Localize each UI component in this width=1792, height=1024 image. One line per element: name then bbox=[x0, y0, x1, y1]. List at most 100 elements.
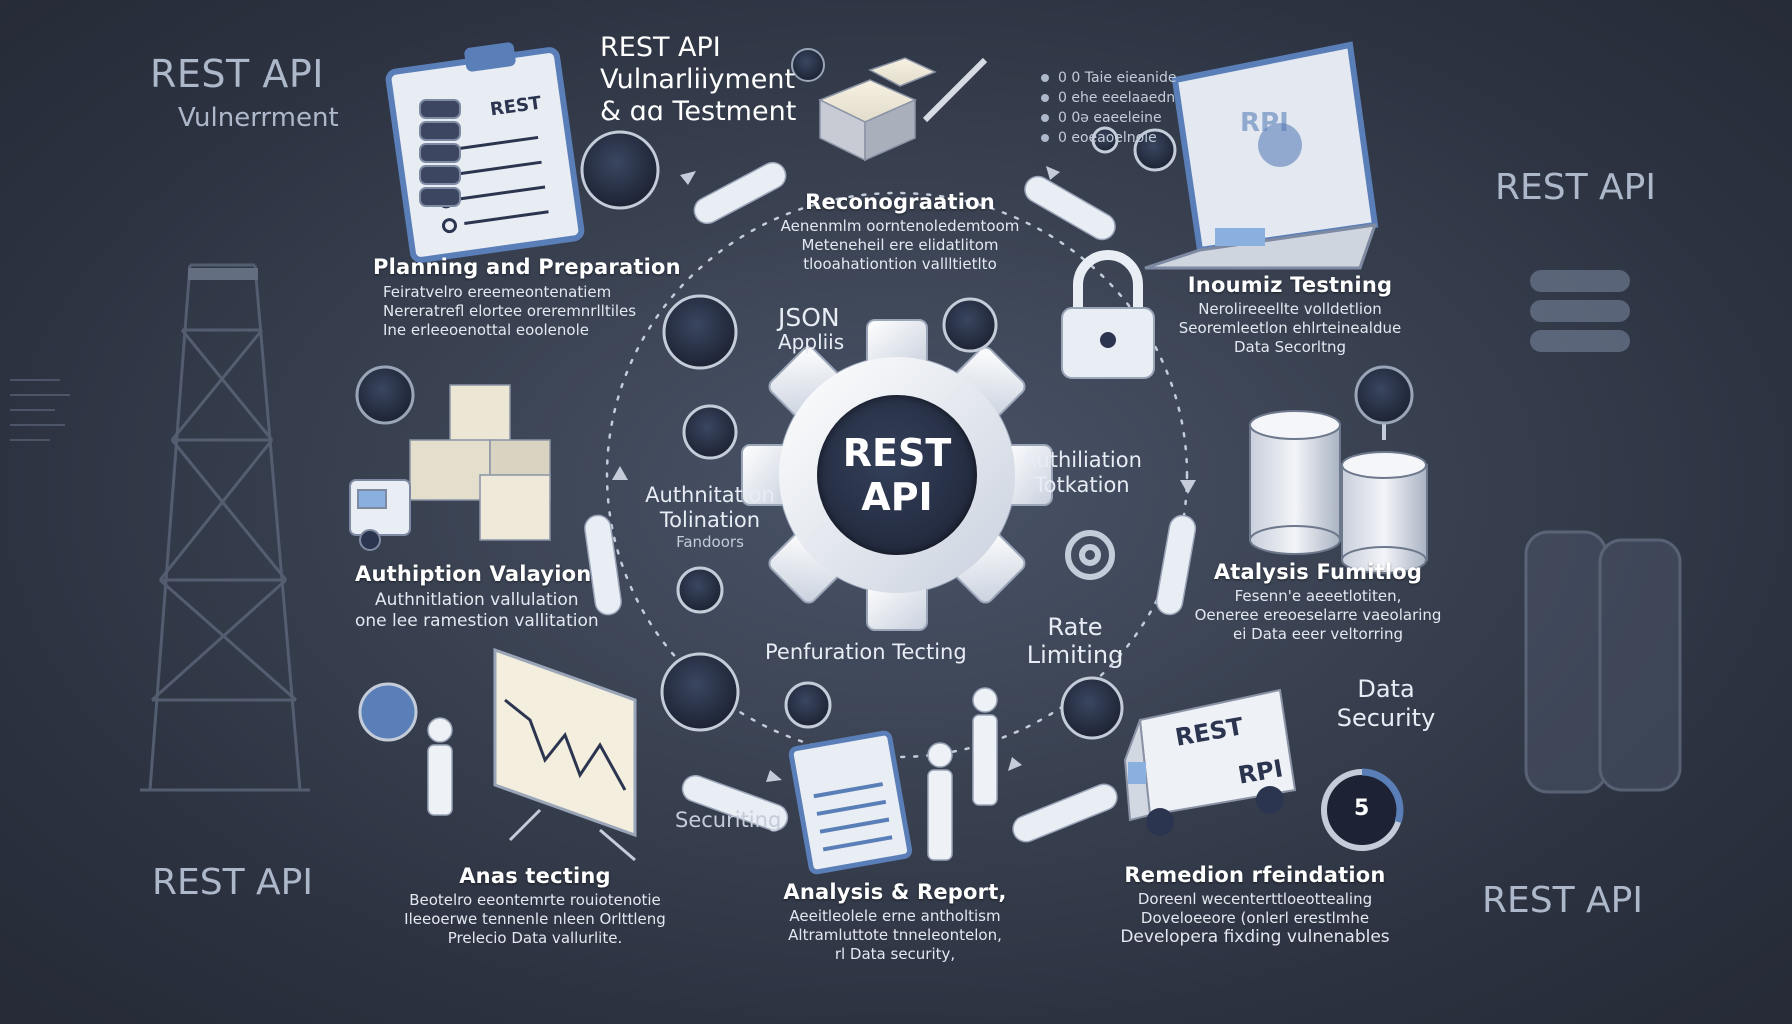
tower-side-text-lines bbox=[10, 379, 70, 441]
stage-details: Fesenn'e aeeetlotiten, Oeneree ereoesela… bbox=[1195, 587, 1442, 644]
padlock-icon bbox=[1061, 250, 1155, 379]
stage-detail-line: one lee ramestion vallitation bbox=[355, 611, 599, 631]
tower-icon bbox=[140, 263, 310, 792]
stage-detail-line: Prelecio Data vallurlite. bbox=[447, 929, 623, 947]
eye-icon bbox=[1091, 126, 1119, 154]
note-dots bbox=[1041, 74, 1049, 142]
stage-detail-line: Data Secorltng bbox=[1233, 338, 1346, 356]
server-stack-icon bbox=[1524, 270, 1682, 794]
stage-detail-line: Oeneree ereoeselarre vaeolaring bbox=[1194, 606, 1442, 624]
auth-left-label: Authnitation Tolination Fandoors bbox=[645, 483, 775, 552]
label-line: Security bbox=[1336, 704, 1436, 732]
api-plug-icon bbox=[662, 294, 738, 370]
stage-title: Analysis & Report, bbox=[783, 880, 1007, 904]
report-window-icon bbox=[788, 730, 913, 875]
stage-details: Beotelro eeontemrte rouiotenotie Ileeoer… bbox=[404, 891, 666, 948]
stage-detail-line: Nerolireeellte volldetlion bbox=[1198, 300, 1382, 318]
note-line: 0 0ə eaeeleine bbox=[1058, 110, 1162, 126]
label-line: Fandoors bbox=[676, 533, 744, 551]
label-line: Data bbox=[1357, 675, 1415, 703]
gear-small-icon bbox=[791, 48, 825, 82]
boxes-icon bbox=[409, 384, 551, 541]
data-security-label: Data Security bbox=[1337, 675, 1436, 733]
stage-title: Authiption Valayion bbox=[355, 562, 592, 586]
delivery-van-icon bbox=[1123, 688, 1297, 836]
stage-detail-line: rl Data security, bbox=[834, 945, 956, 963]
stage-detail-line: Ine erleeoenottal eoolenole bbox=[383, 321, 589, 339]
progress-ring-icon bbox=[1321, 768, 1404, 851]
truck-icon bbox=[349, 479, 411, 551]
tools-icon bbox=[660, 652, 740, 732]
penetration-testing-label: Penfuration Tecting bbox=[765, 640, 967, 664]
cycle-arrowheads bbox=[612, 166, 1196, 782]
laptop-icon bbox=[1144, 41, 1379, 270]
circle-icons bbox=[580, 126, 1177, 740]
clipboard-icon bbox=[385, 42, 585, 263]
stage-analysis-func: Atalysis Fumitlog Fesenn'e aeeetlotiten,… bbox=[1195, 560, 1442, 644]
connector-capsules bbox=[584, 161, 1197, 843]
title-line-2: Vulnarliiyment bbox=[600, 64, 796, 95]
stage-title: Atalysis Fumitlog bbox=[1213, 560, 1423, 584]
label-line: Totkation bbox=[1034, 473, 1130, 497]
fingerprint-icon bbox=[1133, 128, 1177, 172]
notes-block: 0 0 Taie eieanide 0 ehe eeelaaedn 0 0ə e… bbox=[1058, 68, 1176, 148]
stage-detail-line: Beotelro eeontemrte rouiotenotie bbox=[409, 891, 661, 909]
page-title: REST API Vulnarliiyment & ɑɑ Testment bbox=[600, 32, 796, 128]
bg-label-bottom-right: REST API bbox=[1482, 880, 1643, 921]
stage-details: Nerolireeellte volldetlion Seoremleetlon… bbox=[1179, 300, 1401, 357]
stage-detail-line: Altramluttote tnneleontelon, bbox=[788, 926, 1002, 944]
stage-detail-line: Authnitlation vallulation bbox=[375, 590, 579, 610]
stage-title: Planning and Preparation bbox=[373, 255, 681, 279]
badge-number: 5 bbox=[1354, 796, 1370, 821]
bg-label-top-right: REST API bbox=[1495, 167, 1656, 208]
hub-label: REST API bbox=[817, 395, 977, 555]
rate-limiting-label: Rate Limiting bbox=[1027, 613, 1124, 669]
spiral-icon bbox=[1060, 676, 1124, 740]
bg-title: REST API bbox=[150, 52, 324, 96]
label-line: Limiting bbox=[1026, 641, 1124, 669]
stage-planning: Planning and Preparation Feiratvelro ere… bbox=[373, 255, 681, 340]
stage-detail-line: ei Data eeer veltorring bbox=[1233, 625, 1403, 643]
process-cycle-ring bbox=[605, 191, 1189, 759]
stage-remediation: Remedion rfeindation Doreenl wecenterttl… bbox=[1120, 863, 1389, 947]
server-rack-icon bbox=[419, 99, 461, 207]
stage-detail-line: Aeeitleolele erne antholtism bbox=[789, 907, 1001, 925]
label-line: Appliis bbox=[778, 330, 845, 354]
bg-subtitle: Vulnerrment bbox=[178, 103, 339, 133]
stage-title: Anas tecting bbox=[459, 864, 611, 888]
stage-detail-line: Doveloeeore (onlerl erestlmhe bbox=[1140, 909, 1370, 927]
fingerprint-icon bbox=[942, 297, 998, 353]
stage-detail-line: Aenenmlm oorntenoledemtoom bbox=[780, 217, 1020, 235]
stage-details: Feiratvelro ereemeontenatiem Nereratrefl… bbox=[383, 283, 681, 340]
cube-tools-icon bbox=[818, 57, 988, 162]
stage-title: Remedion rfeindation bbox=[1124, 863, 1386, 887]
gear-outline-icon bbox=[1065, 530, 1115, 580]
title-line-1: REST API bbox=[600, 32, 721, 63]
stage-detail-line: Developera fixding vulnenables bbox=[1120, 927, 1390, 947]
stage-detail-line: Feiratvelro ereemeontenatiem bbox=[383, 283, 612, 301]
chart-board-icon bbox=[493, 647, 637, 862]
auth-right-label: Authiliation Totkation bbox=[1022, 448, 1142, 498]
securiting-label: Securiting bbox=[675, 808, 782, 832]
note-line: 0 0 Taie eieanide bbox=[1058, 70, 1177, 86]
database-icon bbox=[1249, 365, 1428, 574]
stage-title: Inoumiz Testning bbox=[1187, 273, 1393, 297]
lock-badge-icon bbox=[676, 566, 724, 614]
stage-intrusion: Inoumiz Testning Nerolireeellte volldetl… bbox=[1179, 273, 1401, 357]
stage-detail-line: Seoremleetlon ehlrteinealdue bbox=[1178, 319, 1402, 337]
label-line: Tolination bbox=[659, 508, 761, 532]
person-icon bbox=[427, 687, 998, 861]
stage-detail-line: Fesenn'e aeeetlotiten, bbox=[1234, 587, 1402, 605]
wrench-icon bbox=[784, 681, 832, 729]
laptop-lettering: RPI bbox=[1240, 108, 1289, 138]
label-line: Authnitation bbox=[645, 483, 775, 507]
stage-recon: Reconograation Aenenmlm oorntenoledemtoo… bbox=[781, 190, 1020, 274]
stage-analysis-report: Analysis & Report, Aeeitleolele erne ant… bbox=[783, 880, 1006, 964]
hub-line-2: API bbox=[861, 475, 933, 519]
user-badge-icon bbox=[358, 682, 418, 742]
note-line: 0 eoeaoelnole bbox=[1058, 130, 1157, 146]
stage-detail-line: Doreenl wecenterttloeottealing bbox=[1137, 890, 1373, 908]
stage-detail-line: Nereratrefl elortee oreremnrlltiles bbox=[383, 302, 637, 320]
